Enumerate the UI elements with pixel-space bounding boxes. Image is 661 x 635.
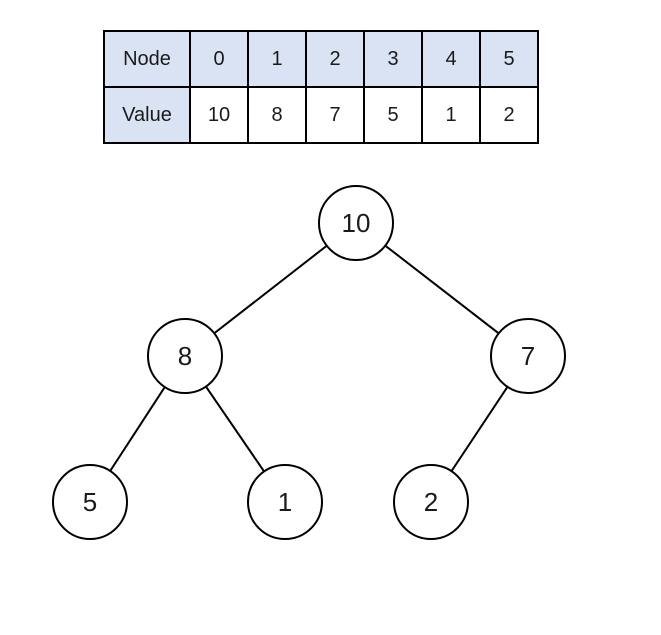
tree-node-5: 5 bbox=[52, 464, 128, 540]
value-cell-4: 1 bbox=[421, 86, 481, 144]
node-value-table: Node 0 1 2 3 4 5 Value 10 8 7 5 1 2 bbox=[103, 30, 539, 144]
value-cell-3: 5 bbox=[363, 86, 423, 144]
table-label-value: Value bbox=[103, 86, 191, 144]
table-row-node: Node 0 1 2 3 4 5 bbox=[103, 30, 539, 88]
node-id-cell-4: 4 bbox=[421, 30, 481, 88]
tree-node-1: 1 bbox=[247, 464, 323, 540]
tree-node-8-label: 8 bbox=[177, 340, 193, 371]
table-label-node: Node bbox=[103, 30, 191, 88]
value-cell-2: 7 bbox=[305, 86, 365, 144]
tree-node-5-label: 5 bbox=[82, 486, 98, 517]
tree-node-2-label: 2 bbox=[423, 486, 439, 517]
tree-node-2: 2 bbox=[393, 464, 469, 540]
tree-node-7: 7 bbox=[490, 318, 566, 394]
tree-node-10-label: 10 bbox=[341, 207, 371, 238]
node-id-cell-5: 5 bbox=[479, 30, 539, 88]
tree-node-7-label: 7 bbox=[520, 340, 536, 371]
value-cell-0: 10 bbox=[189, 86, 249, 144]
node-id-cell-2: 2 bbox=[305, 30, 365, 88]
value-cell-5: 2 bbox=[479, 86, 539, 144]
tree-node-10: 10 bbox=[318, 185, 394, 261]
tree-node-8: 8 bbox=[147, 318, 223, 394]
node-id-cell-3: 3 bbox=[363, 30, 423, 88]
value-cell-1: 8 bbox=[247, 86, 307, 144]
node-id-cell-0: 0 bbox=[189, 30, 249, 88]
tree-node-1-label: 1 bbox=[277, 486, 293, 517]
node-id-cell-1: 1 bbox=[247, 30, 307, 88]
table-row-value: Value 10 8 7 5 1 2 bbox=[103, 86, 539, 144]
